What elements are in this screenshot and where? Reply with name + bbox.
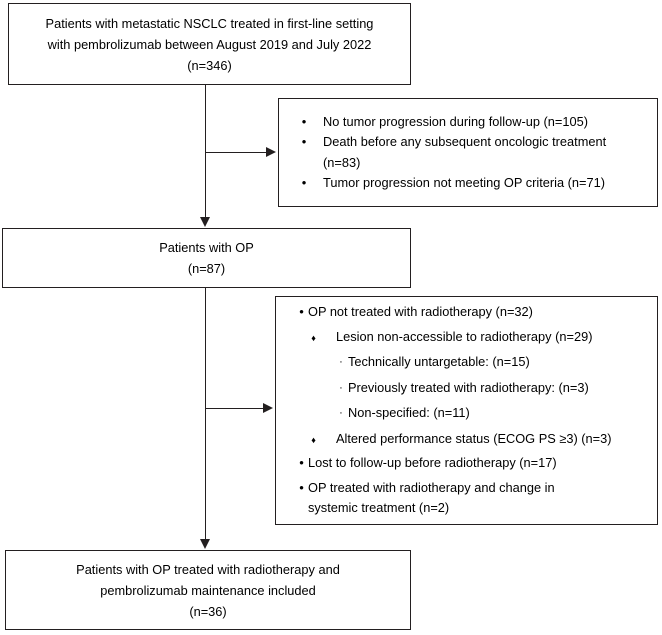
list-item: • Tumor progression not meeting OP crite…: [279, 173, 651, 194]
list-item: • Death before any subsequent oncologic …: [279, 132, 651, 173]
list-item: · Previously treated with radiotherapy: …: [276, 378, 651, 399]
bullet-round-icon: •: [299, 455, 304, 471]
bullet-middot-icon: ·: [339, 407, 343, 420]
list-item: ♦ Altered performance status (ECOG PS ≥3…: [276, 429, 651, 450]
included-line-1: Patients with OP treated with radiothera…: [76, 561, 340, 577]
patients-op-label: Patients with OP: [159, 240, 254, 255]
list-item: • OP treated with radiotherapy and chang…: [276, 478, 651, 519]
list-item: ♦ Lesion non-accessible to radiotherapy …: [276, 327, 651, 348]
bullet-round-icon: •: [299, 304, 304, 320]
exclusion2-item-1: OP not treated with radiotherapy (n=32): [308, 304, 533, 320]
exclusion2-item-6: Altered performance status (ECOG PS ≥3) …: [336, 430, 612, 446]
bullet-round-icon: •: [301, 175, 307, 190]
list-item: • OP not treated with radiotherapy (n=32…: [276, 302, 651, 323]
box-exclusions-no-op: • No tumor progression during follow-up …: [278, 98, 658, 207]
exclusion1-item-2-count: (n=83): [323, 154, 361, 170]
connector-branch-exclusions1: [205, 152, 267, 154]
bullet-middot-icon: ·: [339, 381, 343, 394]
exclusion1-item-1: No tumor progression during follow-up (n…: [323, 113, 588, 129]
connector-branch-exclusions2: [205, 408, 264, 410]
arrowhead-op-to-included: [200, 539, 210, 549]
enrolled-line-2: with pembrolizumab between August 2019 a…: [47, 36, 372, 52]
bullet-round-icon: •: [299, 479, 304, 495]
list-item: • No tumor progression during follow-up …: [279, 112, 651, 133]
patients-op-count: (n=87): [187, 261, 226, 276]
arrowhead-branch-exclusions2: [263, 403, 273, 413]
exclusion1-item-2: Death before any subsequent oncologic tr…: [323, 134, 607, 149]
bullet-middot-icon: ·: [339, 356, 343, 369]
included-count: (n=36): [189, 603, 227, 619]
box-exclusions-no-radiotherapy: • OP not treated with radiotherapy (n=32…: [275, 296, 658, 525]
exclusion2-item-2: Lesion non-accessible to radiotherapy (n…: [336, 328, 593, 344]
connector-op-to-included: [205, 288, 207, 540]
exclusion2-item-5: Non-specified: (n=11): [348, 405, 470, 421]
box-included-patients: Patients with OP treated with radiothera…: [5, 550, 411, 630]
exclusion2-item-4: Previously treated with radiotherapy: (n…: [348, 379, 589, 395]
box-patients-with-op: Patients with OP (n=87): [2, 228, 411, 288]
list-item: • Lost to follow-up before radiotherapy …: [276, 453, 651, 474]
list-item: · Non-specified: (n=11): [276, 403, 651, 424]
arrowhead-enrolled-to-op: [200, 217, 210, 227]
bullet-round-icon: •: [301, 113, 307, 129]
exclusion2-item-7: Lost to follow-up before radiotherapy (n…: [308, 455, 557, 471]
enrolled-count: (n=346): [187, 57, 232, 73]
bullet-diamond-icon: ♦: [311, 434, 316, 445]
connector-enrolled-to-op: [205, 85, 207, 218]
exclusion1-item-3: Tumor progression not meeting OP criteri…: [323, 175, 606, 190]
exclusion2-item-8-cont: systemic treatment (n=2): [308, 500, 450, 516]
included-line-2: pembrolizumab maintenance included: [100, 582, 316, 598]
list-item: · Technically untargetable: (n=15): [276, 352, 651, 373]
box-enrolled-patients: Patients with metastatic NSCLC treated i…: [8, 3, 411, 85]
bullet-round-icon: •: [301, 134, 307, 149]
enrolled-line-1: Patients with metastatic NSCLC treated i…: [45, 15, 374, 31]
exclusion2-item-3: Technically untargetable: (n=15): [348, 354, 530, 370]
arrowhead-branch-exclusions1: [266, 147, 276, 157]
exclusion2-item-8: OP treated with radiotherapy and change …: [308, 479, 555, 495]
bullet-diamond-icon: ♦: [311, 332, 316, 343]
